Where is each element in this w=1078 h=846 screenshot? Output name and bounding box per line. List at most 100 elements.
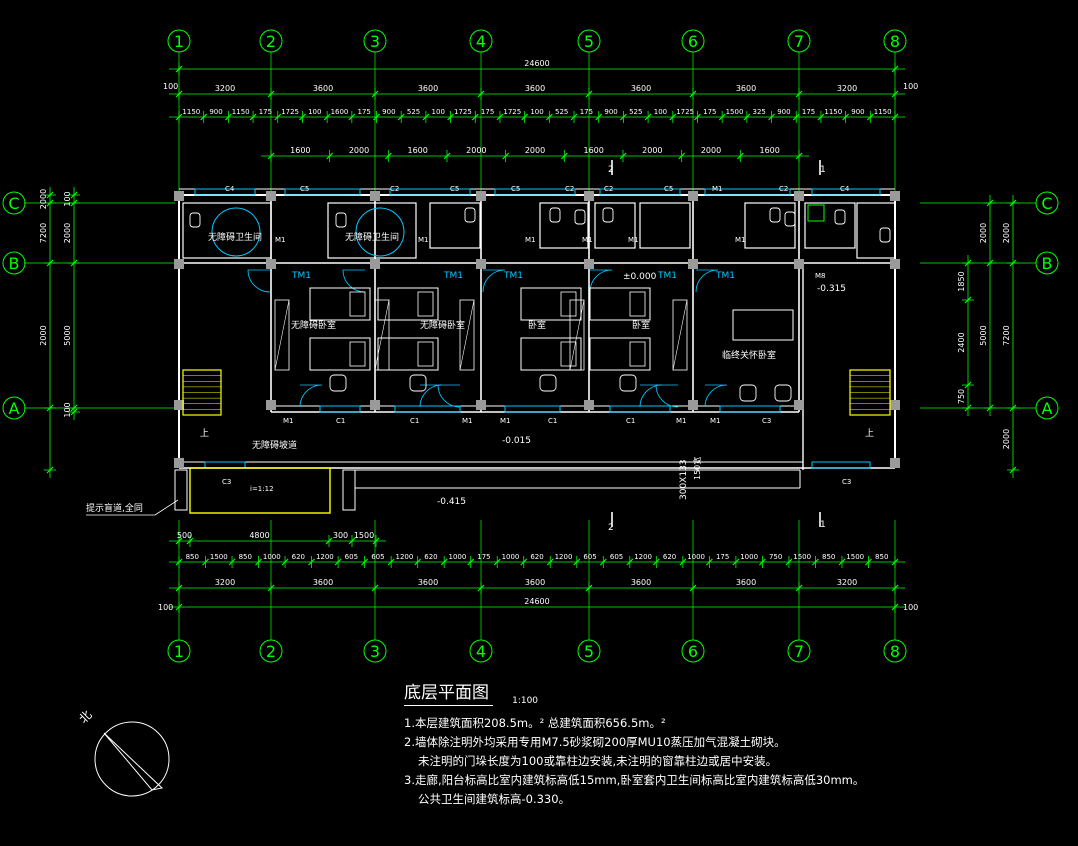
bathroom-partition [856,202,896,259]
dim-detail-bottom-tick [705,558,713,566]
door-label: M1 [283,417,294,425]
grid-label: 5 [584,32,594,51]
dim-detail-top-value: 175 [481,108,494,116]
dim-bays-bottom-value: 3200 [215,578,235,587]
dim-detail-top-tick [323,113,331,121]
bathroom-partition [804,202,856,249]
window-label: C2 [565,185,574,193]
dim-ramp-tick [372,537,380,545]
tm-label: TM1 [291,271,311,281]
room-label-accessible-bedroom: 无障碍卧室 [420,319,465,331]
dim-detail-bottom-tick [599,558,607,566]
bed-pillow [629,291,646,317]
wardrobe [569,299,585,371]
dim-detail-top-value: 525 [555,108,568,116]
bathroom-partition [594,202,636,249]
dim-bays-top-tick [891,90,899,98]
room-labels: 无障碍卫生间无障碍卫生间无障碍卧室无障碍卧室卧室卧室临终关怀卧室无障碍坡道提示盲… [86,165,874,533]
dim-left-outer-value: 2000 [39,189,48,209]
dim-bays-top-tick [477,90,485,98]
grid-label: 4 [476,32,486,51]
bed-pillow [349,291,366,317]
dim-bays-top-tick [175,90,183,98]
grid-label: 2 [266,642,276,661]
column [476,400,486,410]
dim-detail-top-value: 100 [308,108,321,116]
dim-left-inner-tick [70,408,78,416]
misc-label: C3 [842,478,851,486]
north-label: 北 [76,708,94,726]
dim-ramp-value: 4800 [249,531,269,540]
door-label: C1 [410,417,419,425]
door-swing [482,269,506,293]
dim-left-outer-tick [46,259,54,267]
dim-detail-top-value: 100 [432,108,445,116]
stair-label: 上 [200,428,209,439]
grid-bubble [167,29,191,53]
wardrobe-diag [459,299,475,371]
dim-windows-top-tick [502,152,510,160]
dim-detail-top-value: 900 [851,108,864,116]
column [174,191,184,201]
north-needle [103,732,164,791]
dim-detail-top-tick [669,113,677,121]
wardrobe [672,299,688,371]
dim-detail-bottom-tick [679,558,687,566]
window [284,188,361,196]
grid-label: A [9,399,20,418]
column [476,259,486,269]
dim-bays-top-value: 3600 [313,84,333,93]
drawing-scale: 1:100 [512,696,539,706]
dim-windows-top-value: 2000 [525,146,545,155]
dim-edge: 100 [163,82,178,91]
dim-bays-top-tick [795,90,803,98]
dim-detail-top-tick [274,113,282,121]
dim-detail-bottom-value: 1200 [634,553,652,561]
dim-detail-top-value: 175 [259,108,272,116]
dim-detail-bottom-tick [255,558,262,566]
dim-edge: 100 [903,82,918,91]
dim-right-mid-value: 2000 [979,223,988,243]
dim-detail-top-tick [619,113,627,121]
dim-total-bottom-tick [175,603,183,611]
turning-circle [355,207,405,257]
bed-pillow [417,291,434,317]
column [266,259,276,269]
tm-label: TM1 [503,271,523,281]
door-swing [419,384,443,408]
dim-detail-bottom-tick [838,558,846,566]
toilet [879,227,891,243]
dim-detail-bottom-value: 620 [424,553,437,561]
door-swing [695,269,719,293]
bed [520,287,582,321]
dim-bays-top-value: 3600 [525,84,545,93]
turning-circle [211,207,261,257]
bed [309,337,371,371]
section-mark-label: 2 [608,165,614,175]
door-swing [704,384,728,408]
dim-detail-bottom-value: 620 [663,553,676,561]
dim-left-inner-tick [70,404,78,412]
window [319,405,361,413]
ramp-outline [189,467,331,514]
dim-detail-bottom-tick [520,558,528,566]
dim-ramp-tick [186,537,194,545]
grid-label: 8 [890,642,900,661]
slope-label: i=1:12 [250,485,274,493]
dim-left-inner-value: 100 [63,191,72,206]
dim-right-inner-value: 1850 [957,271,966,291]
dim-detail-top-tick [694,113,701,121]
bathroom-partition [744,202,796,249]
dim-detail-top-tick [397,113,405,121]
dim-bays-top-tick [689,90,697,98]
bed [309,287,371,321]
dim-left-inner-tick [70,191,78,199]
window-label: C5 [511,185,520,193]
dim-bays-top-tick [371,90,379,98]
section-mark-label: 1 [820,520,826,530]
column [794,400,804,410]
dim-detail-top-tick [348,113,356,121]
bed [589,287,651,321]
door-label: M1 [500,417,511,425]
toilet [464,207,476,223]
